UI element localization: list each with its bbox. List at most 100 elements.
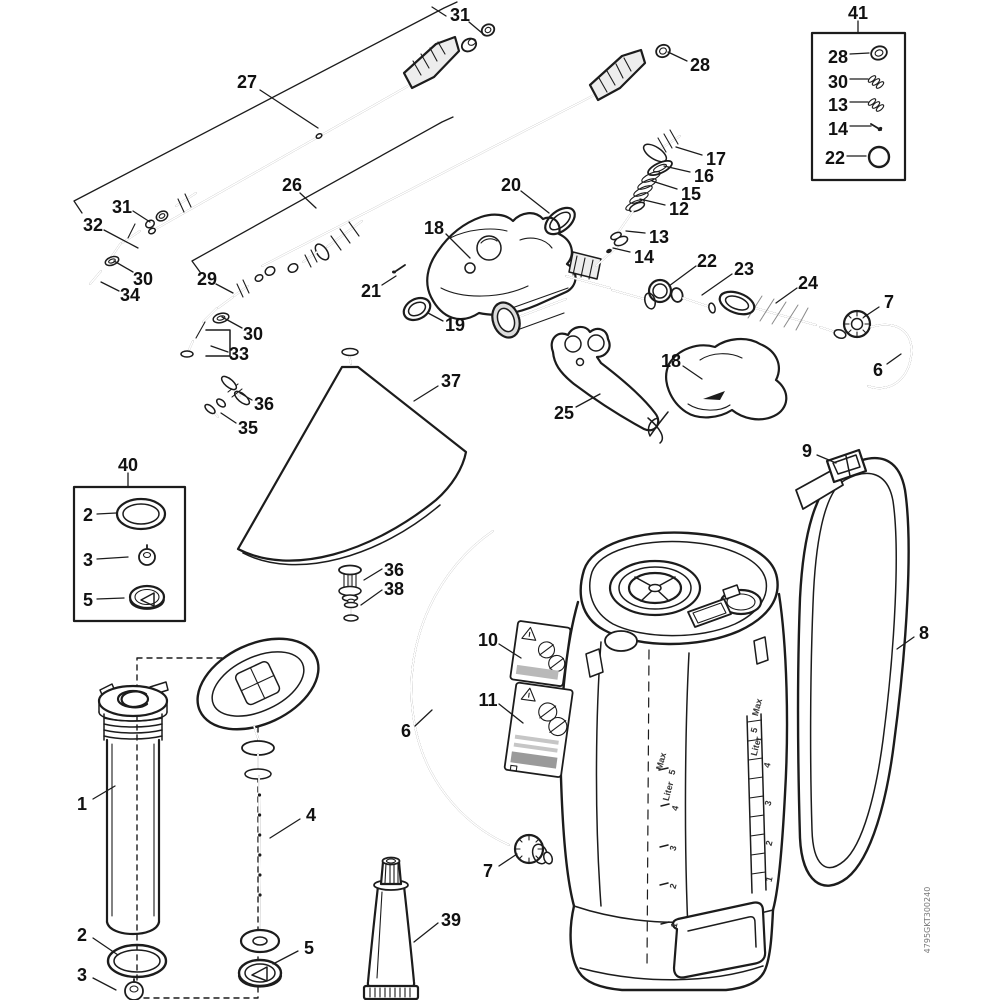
part-callout-37: 37: [441, 371, 461, 391]
part-callout-4: 4: [306, 805, 316, 825]
part-callout-26: 26: [282, 175, 302, 195]
part-callout-18: 18: [661, 351, 681, 371]
leader-line-36: [239, 392, 253, 401]
part-callout-30: 30: [828, 72, 848, 92]
leader-line-7: [498, 853, 518, 867]
leader-line-24: [775, 287, 798, 304]
scale-right: [746, 713, 767, 894]
leader-line-26: [299, 192, 317, 209]
filter-24: [718, 290, 847, 340]
leader-line-2: [92, 937, 119, 956]
top-recess: [604, 630, 638, 652]
leader-line-33: [210, 345, 229, 353]
part-callout-3: 3: [77, 965, 87, 985]
leader-line-13: [625, 230, 646, 234]
part-callout-9: 9: [802, 441, 812, 461]
spray-gun-body-18: [426, 212, 657, 339]
part-callout-24: 24: [798, 273, 818, 293]
part-callout-25: 25: [554, 403, 574, 423]
leader-line-16: [663, 165, 691, 173]
leader-line-8: [896, 636, 915, 650]
seal-kit-box-40: [72, 485, 187, 623]
leader-line-10: [498, 643, 522, 659]
leader-line-12: [639, 198, 666, 206]
part-callout-36: 36: [384, 560, 404, 580]
part-callout-5: 5: [304, 938, 314, 958]
hose-nut-7-left: [513, 833, 554, 865]
part-callout-7: 7: [884, 292, 894, 312]
part-callout-30: 30: [243, 324, 263, 344]
leader-line-18: [682, 365, 703, 380]
leader-line-1: [92, 785, 116, 800]
kit-seal-5: [128, 584, 166, 610]
tank-scale-mark-2: 2: [668, 883, 679, 890]
part-callout-13: 13: [649, 227, 669, 247]
fitting-23: [670, 287, 716, 314]
valve-stack: [606, 129, 681, 254]
part-callout-33: 33: [229, 344, 249, 364]
drawing-number-watermark: 4795GKT300240: [923, 887, 932, 954]
part-callout-32: 32: [83, 215, 103, 235]
leader-line-37: [413, 385, 439, 402]
tank-scale-mark-4: 4: [670, 805, 681, 812]
leader-line-35: [220, 412, 237, 424]
washer-30: [104, 255, 120, 267]
leader-line-30: [221, 316, 243, 329]
leader-line-34: [100, 281, 120, 292]
spray-wand-27: [147, 35, 461, 235]
part-callout-12: 12: [669, 199, 689, 219]
part-callout-19: 19: [445, 315, 465, 335]
buckle-9: [825, 448, 868, 484]
grease-tube-39: [362, 856, 420, 1000]
part-callout-5: 5: [83, 590, 93, 610]
part-callout-14: 14: [828, 119, 848, 139]
sticker-11: [503, 681, 574, 778]
seal-5-bottom: [237, 958, 283, 988]
leader-line-32: [103, 229, 139, 249]
leader-line-29: [215, 283, 234, 294]
valve-3-bottom: [124, 978, 144, 1000]
leader-line-38: [360, 589, 383, 606]
leader-line-22: [668, 265, 697, 287]
leader-line-6: [886, 353, 902, 365]
part-callout-28: 28: [828, 47, 848, 67]
nozzle-36-35: [204, 375, 251, 418]
part-callout-21: 21: [361, 281, 381, 301]
hose-6-right: [867, 324, 913, 390]
part-callout-29: 29: [197, 269, 217, 289]
top-port: [687, 598, 732, 628]
part-callout-14: 14: [634, 247, 654, 267]
spring-15: [641, 171, 661, 183]
tank-scale-mark-Max: Max: [654, 751, 668, 771]
leader-line-31: [132, 210, 151, 223]
tank-scale-mark-4: 4: [762, 762, 773, 769]
assembly-dashed-box: [136, 657, 259, 999]
tank-scale-mark-5: 5: [749, 727, 760, 734]
leader-line-2: [96, 512, 117, 515]
part-callout-2: 2: [77, 925, 87, 945]
holster-18: [647, 337, 788, 437]
tank-scale-mark-Liter: Liter: [661, 780, 676, 802]
part-callout-31: 31: [112, 197, 132, 217]
part-callout-17: 17: [706, 149, 726, 169]
part-callout-22: 22: [697, 251, 717, 271]
part-callout-11: 11: [478, 690, 497, 710]
part-callout-22: 22: [825, 148, 845, 168]
carrying-strap-8: [795, 448, 910, 887]
kit-pin-14: [870, 123, 883, 132]
leader-line-36: [363, 568, 383, 581]
leader-line-17: [675, 146, 703, 156]
tank-scale-mark-5: 5: [667, 769, 678, 776]
tank: [559, 531, 789, 992]
tank-scale-mark-2: 2: [764, 840, 775, 847]
part-callout-31: 31: [450, 5, 470, 25]
part-callout-36: 36: [254, 394, 274, 414]
part-callout-15: 15: [681, 184, 701, 204]
part-callout-28: 28: [690, 55, 710, 75]
leader-line-28: [849, 52, 870, 55]
part-callout-40: 40: [118, 455, 138, 475]
hose-6-left: [410, 530, 510, 846]
leader-line-3: [96, 556, 129, 560]
leader-line-14: [612, 247, 631, 253]
